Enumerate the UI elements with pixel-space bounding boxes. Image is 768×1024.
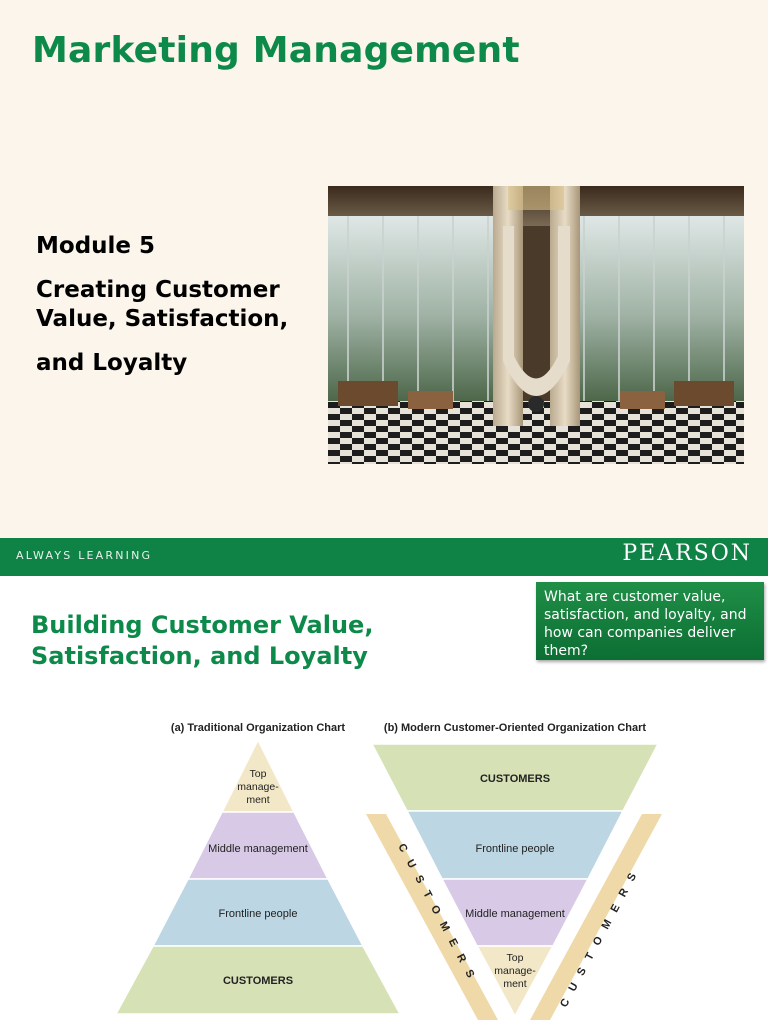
chart-b-middle-label: Middle management	[465, 908, 565, 920]
footer-bar: ALWAYS LEARNING PEARSON	[0, 538, 768, 576]
chart-a-top-label-3: ment	[246, 794, 269, 806]
pearson-logo: PEARSON	[622, 541, 752, 566]
chart-a-customers-label: CUSTOMERS	[223, 975, 293, 987]
chart-b-top-label-2: manage-	[494, 965, 536, 977]
module-subtitle-line1: Creating Customer	[36, 276, 280, 305]
chart-a-heading: (a) Traditional Organization Chart	[171, 722, 346, 734]
chart-b-top-label-3: ment	[503, 978, 526, 990]
chart-b-frontline-label: Frontline people	[476, 843, 555, 855]
course-title: Marketing Management	[32, 30, 520, 71]
chart-a-middle-label: Middle management	[208, 843, 308, 855]
lobby-photo	[328, 186, 744, 464]
chart-a-top-label-2: manage-	[237, 781, 279, 793]
chart-b-heading: (b) Modern Customer-Oriented Organizatio…	[384, 722, 647, 734]
organization-charts: (a) Traditional Organization Chart Top m…	[0, 576, 768, 1024]
chart-b-top-label-1: Top	[507, 952, 524, 964]
chart-a-frontline-label: Frontline people	[219, 908, 298, 920]
content-slide: Building Customer Value, Satisfaction, a…	[0, 576, 768, 1024]
module-label: Module 5	[36, 232, 155, 261]
module-subtitle-line2: Value, Satisfaction,	[36, 305, 288, 334]
module-subtitle-line3: and Loyalty	[36, 349, 187, 378]
chart-a-top-label-1: Top	[250, 768, 267, 780]
always-learning-text: ALWAYS LEARNING	[16, 549, 152, 562]
title-slide: Marketing Management Module 5 Creating C…	[0, 0, 768, 538]
chart-b-customers-label: CUSTOMERS	[480, 773, 550, 785]
